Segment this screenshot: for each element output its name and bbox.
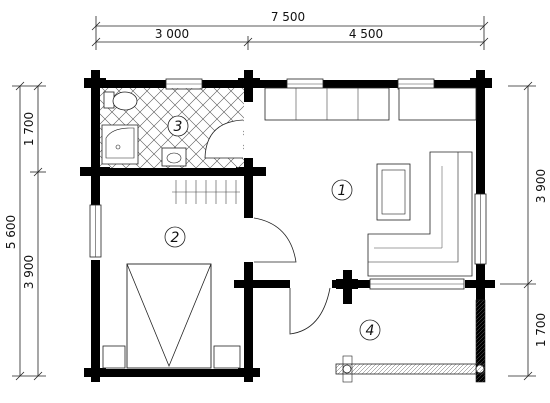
right-dimensions: 3 900 1 700 (500, 81, 548, 381)
room-label-4: 4 (366, 323, 375, 339)
bathroom: 3 (100, 88, 244, 168)
dim-top-right: 4 500 (349, 27, 383, 41)
left-dimensions: 5 600 1 700 3 900 (4, 81, 46, 381)
wardrobe (172, 180, 240, 204)
top-dimensions: 7 500 3 000 4 500 (91, 10, 489, 50)
dim-top-left: 3 000 (155, 27, 189, 41)
dim-right-upper: 3 900 (534, 169, 548, 203)
room-label-2: 2 (171, 230, 180, 246)
dim-right-lower: 1 700 (534, 313, 548, 347)
living-room: 1 (264, 87, 477, 277)
dim-left-upper: 1 700 (22, 112, 36, 146)
room-label-1: 1 (338, 183, 347, 199)
dim-top-total: 7 500 (271, 10, 305, 24)
dim-left-lower: 3 900 (22, 255, 36, 289)
dim-left-total: 5 600 (4, 215, 18, 249)
bedroom: 2 (102, 180, 297, 369)
windows (89, 78, 487, 290)
room-label-3: 3 (174, 119, 183, 135)
terrace: 4 (289, 287, 486, 383)
